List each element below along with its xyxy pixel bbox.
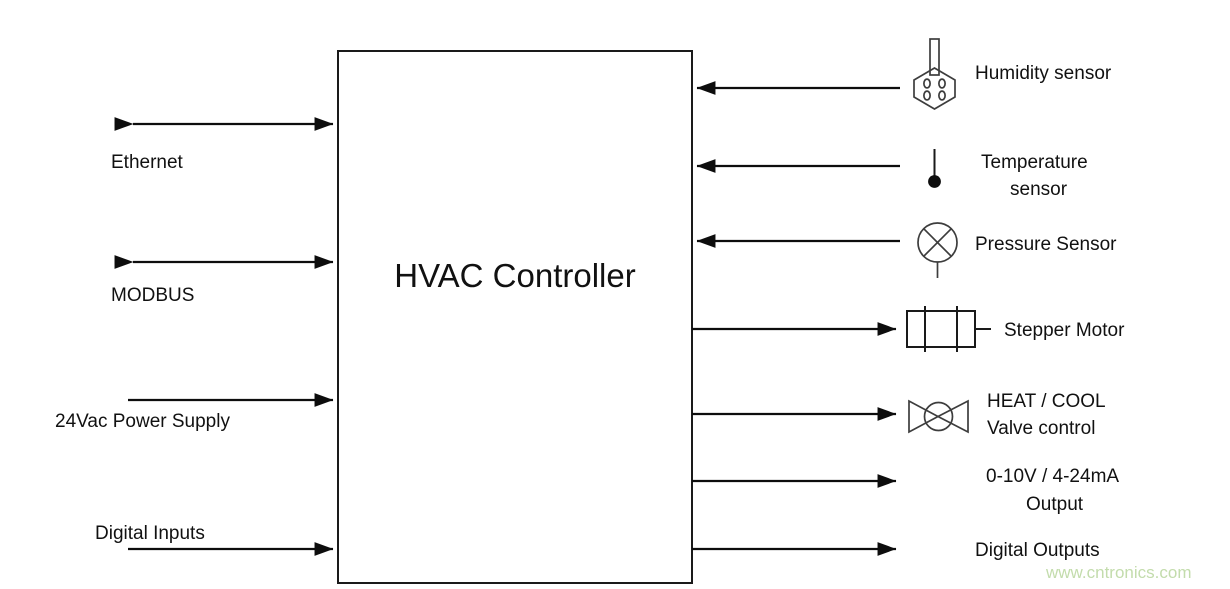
port-modbus[interactable]: MODBUS: [111, 255, 334, 306]
power-supply-label: 24Vac Power Supply: [55, 411, 230, 432]
valve-body-right: [936, 399, 969, 434]
port-ethernet[interactable]: Ethernet: [111, 117, 334, 173]
pressure-sensor-label: Pressure Sensor: [975, 234, 1117, 255]
right-ports-group: Humidity sensor Temperature sensor: [692, 38, 1125, 561]
temperature-sensor-icon: [928, 149, 941, 188]
digital-outputs-label: Digital Outputs: [975, 540, 1100, 561]
left-ports-group: Ethernet MODBUS 24Vac Power Supply Digit…: [55, 117, 334, 556]
valve-control-label-line-2: Valve control: [987, 418, 1095, 439]
port-digital-outputs[interactable]: Digital Outputs: [692, 540, 1100, 561]
analog-output-label-line-1: 0-10V / 4-24mA: [986, 466, 1119, 487]
pressure-sensor-cross-2: [923, 228, 952, 257]
temperature-sensor-label-line-2: sensor: [1010, 179, 1068, 200]
valve-body-left: [908, 399, 940, 434]
humidity-sensor-label: Humidity sensor: [975, 63, 1112, 84]
humidity-sensor-body: [913, 67, 956, 110]
humidity-sensor-stem: [929, 38, 940, 76]
port-power-supply[interactable]: 24Vac Power Supply: [55, 393, 334, 432]
central-block[interactable]: HVAC Controller: [337, 50, 693, 584]
port-digital-inputs[interactable]: Digital Inputs: [95, 523, 334, 556]
temperature-sensor-label-line-1: Temperature: [981, 152, 1088, 173]
stepper-motor-label: Stepper Motor: [1004, 320, 1125, 341]
humidity-sensor-vent-1: [923, 78, 931, 89]
humidity-sensor-vent-2: [938, 78, 946, 89]
valve-control-label-line-1: HEAT / COOL: [987, 391, 1106, 412]
stepper-motor-housing: [906, 310, 976, 348]
valve-actuator: [923, 401, 954, 432]
stepper-motor-icon: [906, 306, 991, 352]
port-analog-output[interactable]: 0-10V / 4-24mA Output: [692, 466, 1119, 515]
modbus-label: MODBUS: [111, 285, 194, 306]
humidity-sensor-vent-3: [923, 90, 931, 101]
hvac-controller-title: HVAC Controller: [394, 257, 635, 294]
ethernet-label: Ethernet: [111, 152, 184, 173]
site-watermark: www.cntronics.com: [1045, 563, 1191, 582]
port-stepper-motor[interactable]: Stepper Motor: [692, 306, 1125, 352]
port-valve-control[interactable]: HEAT / COOL Valve control: [692, 391, 1106, 439]
digital-inputs-label: Digital Inputs: [95, 523, 205, 544]
port-pressure-sensor[interactable]: Pressure Sensor: [696, 222, 1117, 278]
port-temperature-sensor[interactable]: Temperature sensor: [696, 149, 1088, 200]
valve-icon: [908, 399, 969, 434]
humidity-sensor-vent-4: [938, 90, 946, 101]
temperature-sensor-bulb: [928, 175, 941, 188]
hvac-controller-box[interactable]: [337, 50, 693, 584]
pressure-sensor-icon: [917, 222, 958, 278]
humidity-sensor-icon: [913, 38, 956, 110]
port-humidity-sensor[interactable]: Humidity sensor: [696, 38, 1112, 110]
analog-output-label-line-2: Output: [1026, 494, 1084, 515]
